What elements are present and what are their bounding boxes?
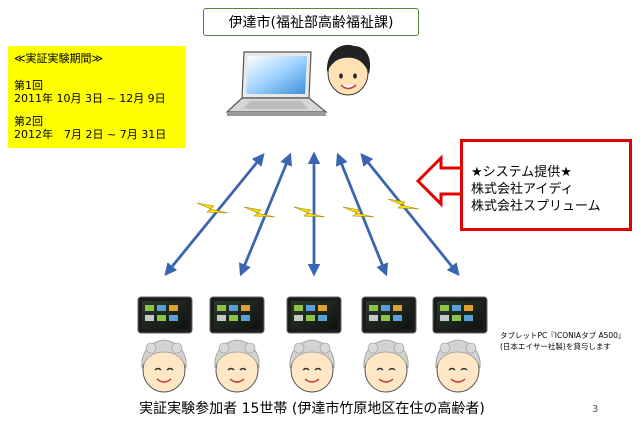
tablet-icon xyxy=(361,296,417,334)
connection-arrows xyxy=(164,151,460,277)
provider-heading: ★システム提供★ xyxy=(471,165,572,180)
tablet-icon xyxy=(137,296,193,334)
lightning-signal-icon xyxy=(293,206,326,218)
provider-box: ★システム提供★ 株式会社アイディ 株式会社スプリューム xyxy=(460,139,632,231)
connection-arrow xyxy=(360,153,460,276)
elderly-people xyxy=(141,339,481,393)
tablet-icon xyxy=(209,296,265,334)
elderly-person-icon xyxy=(363,339,409,393)
tablet-icon xyxy=(286,296,342,334)
provider-company-1: 株式会社アイディ xyxy=(471,182,574,197)
title-box: 伊達市(福祉部高齢福祉課) xyxy=(203,8,419,36)
callout-arrow xyxy=(415,154,465,208)
provider-company-2: 株式会社スプリューム xyxy=(471,199,601,214)
tablet-note: タブレットPC『ICONIAタブ A500』 (日本エイサー社製)を貸与します xyxy=(500,330,638,352)
elderly-person-icon xyxy=(214,339,260,393)
round2-dates: 2012年 7月 2日 ~ 7月 31日 xyxy=(14,128,167,141)
lightning-signal-icon xyxy=(243,206,276,218)
round2-label: 第2回 xyxy=(14,115,43,128)
laptop-icon xyxy=(225,51,328,116)
person-icon xyxy=(326,44,371,96)
tablet-note-line-1: タブレットPC『ICONIAタブ A500』 xyxy=(500,331,626,340)
period-header: ≪実証実験期間≫ xyxy=(14,52,104,65)
elderly-person-icon xyxy=(435,339,481,393)
elderly-person-icon xyxy=(141,339,187,393)
tablet-note-line-2: (日本エイサー社製)を貸与します xyxy=(500,342,611,351)
lightning-signal-icon xyxy=(387,198,420,210)
lightning-signal-icon xyxy=(196,202,229,214)
elderly-person-icon xyxy=(289,339,335,393)
tablets xyxy=(137,296,488,334)
period-box: ≪実証実験期間≫ 第1回 2011年 10月 3日 ~ 12月 9日 第2回 2… xyxy=(8,46,186,148)
tablet-icon xyxy=(432,296,488,334)
page-number: 3 xyxy=(592,404,599,415)
participants-caption: 実証実験参加者 15世帯 (伊達市竹原地区在住の高齢者) xyxy=(139,401,485,417)
connection-arrow xyxy=(239,152,292,277)
round1-dates: 2011年 10月 3日 ~ 12月 9日 xyxy=(14,92,166,105)
lightning-signals xyxy=(196,198,420,218)
round1-label: 第1回 xyxy=(14,79,43,92)
lightning-signal-icon xyxy=(342,206,375,218)
